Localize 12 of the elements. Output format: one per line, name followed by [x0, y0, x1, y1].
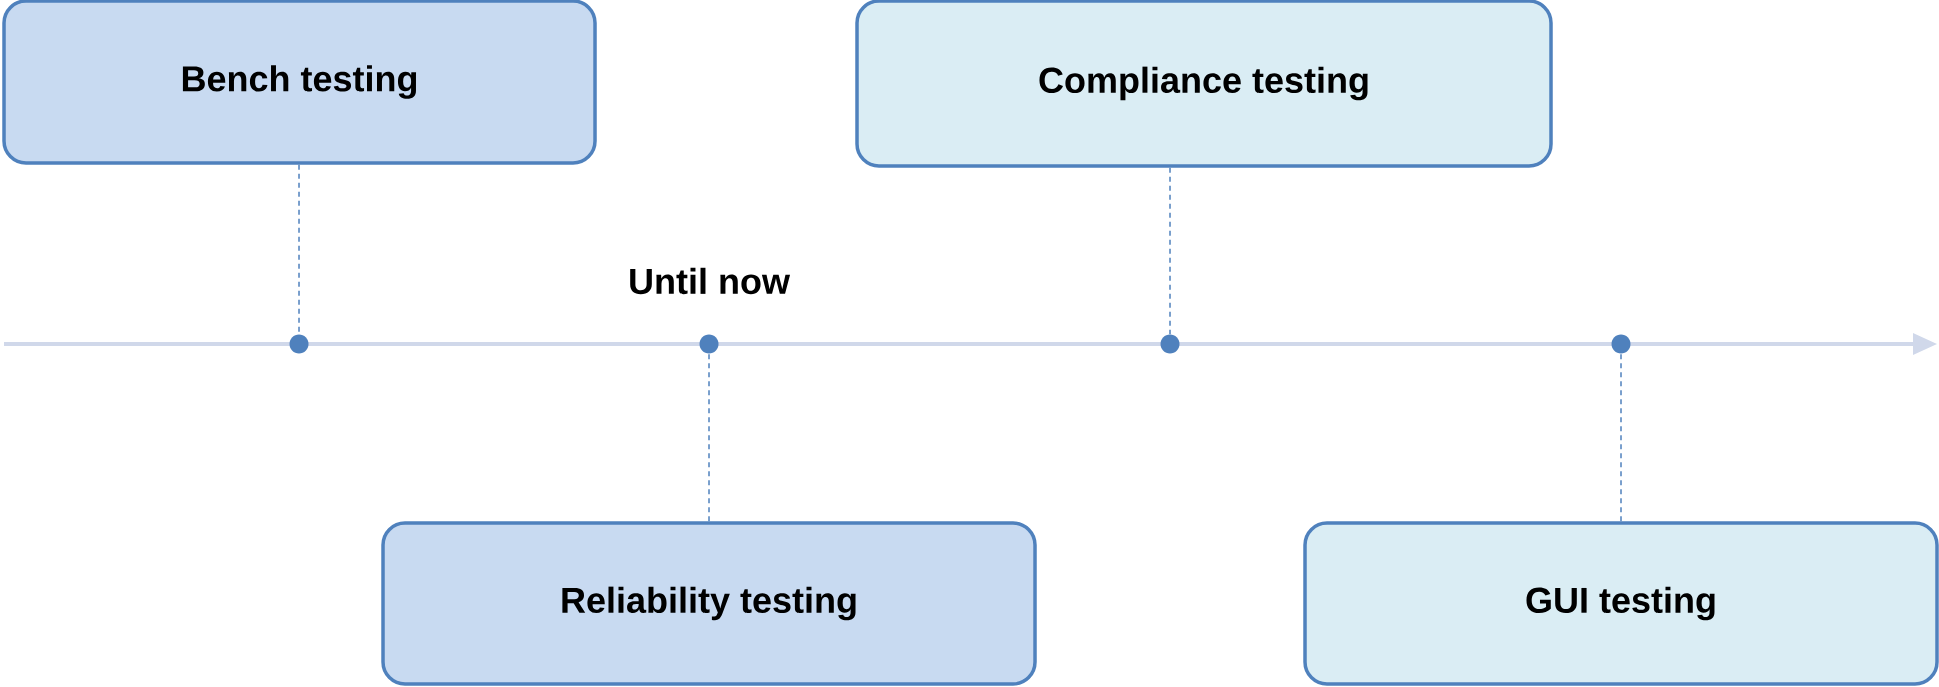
process-box: Reliability testing [381, 521, 1037, 686]
process-box: Compliance testing [855, 0, 1553, 168]
process-box: Bench testing [2, 0, 597, 165]
timeline-dot [289, 334, 309, 354]
timeline-dot [1611, 334, 1631, 354]
timeline-dot [699, 334, 719, 354]
dashed-connector [1169, 167, 1171, 336]
dashed-connector [1620, 352, 1622, 522]
dashed-connector [708, 352, 710, 522]
process-box: GUI testing [1303, 521, 1939, 686]
timeline-label: Until now [630, 267, 791, 295]
timeline-dot [1160, 334, 1180, 354]
